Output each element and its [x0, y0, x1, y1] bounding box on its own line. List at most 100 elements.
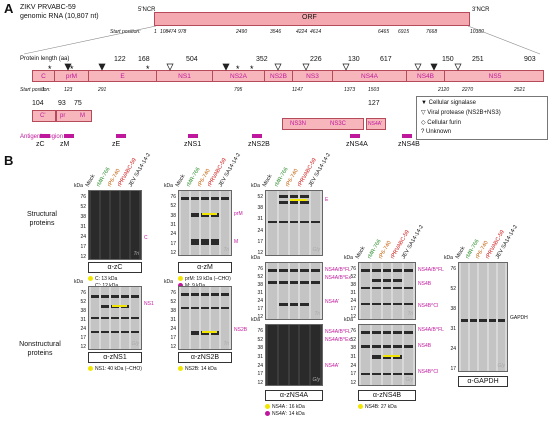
band-zM-3-0	[211, 197, 219, 200]
antigen-label-zNS4B: zNS4B	[398, 141, 420, 148]
genome-pos-9: 6915	[398, 29, 410, 35]
protein-seg-ns3: NS3	[293, 71, 333, 81]
sub-bar-prm	[56, 110, 92, 122]
marker-zC-12: 12	[80, 254, 86, 260]
blot-zNS4B-tri: Tri	[358, 262, 416, 320]
band-zM-3-2	[211, 239, 219, 245]
kda-label-zE: kDa	[251, 183, 260, 189]
band-zC-4-1	[131, 209, 139, 213]
side-label-zNS1-b: NS1	[144, 301, 154, 307]
band-zNS4B-tri-3-0	[393, 269, 403, 272]
band-zNS4B-tri-3-1	[393, 279, 403, 282]
lane-zNS1-3	[121, 287, 129, 349]
lane-label-0: Mock	[84, 173, 97, 188]
genome-pos-5: 3546	[270, 29, 282, 35]
band-zNS2B-4-0	[221, 293, 229, 296]
protein-pos-8: 2270	[462, 87, 474, 93]
band-zNS1-0-0	[91, 295, 99, 298]
antigen-bar-zNS2B	[252, 134, 262, 138]
side-label-zNS4B-4: NS4B	[418, 343, 432, 349]
marker-zNS4A-tri-12: 12	[257, 314, 263, 320]
band-zC-4-3	[131, 235, 139, 239]
sublength-0: 104	[32, 100, 44, 107]
tag-zNS4B-gly: Gly	[405, 377, 414, 383]
sub-pr-label: pr	[60, 113, 66, 119]
band-zNS4B-tri-4-2	[404, 287, 413, 289]
protein-seg-ns4a: NS4A	[333, 71, 407, 81]
marker-zNS2B-24: 24	[170, 326, 176, 332]
yellow-mark-zM-0	[201, 213, 217, 215]
band-zE-1-2	[278, 221, 288, 223]
marker-zE-17: 17	[257, 238, 263, 245]
band-zNS1-4-3	[131, 331, 139, 333]
band-zNS4B-gly-4-0	[404, 331, 413, 334]
asterisk-mark-4: *	[250, 64, 254, 74]
sub-c-label: C'	[40, 113, 46, 119]
cleavage-mark-1	[98, 63, 106, 71]
kda-label-zNS4B-gly: kDa	[344, 317, 353, 323]
band-zNS4A-tri-2-2	[289, 303, 299, 306]
caption-zNS4A: α-zNS4A	[265, 390, 323, 401]
genome-desc: genomic RNA (10,807 nt)	[20, 13, 99, 20]
protein-pos-6: 1503	[368, 87, 380, 93]
note-dot-icon	[265, 404, 270, 409]
marker-zC-24: 24	[80, 234, 86, 240]
note-text: NS2B: 14 kDa	[185, 365, 217, 372]
band-zNS4B-tri-3-2	[393, 287, 403, 289]
signalase-icon: ▼	[421, 100, 427, 106]
marker-zNS4A-tri-38: 38	[257, 282, 263, 288]
tag-zE: Gly	[312, 247, 321, 253]
tag-zNS4B-tri: Tri	[407, 311, 413, 317]
band-zNS4B-tri-4-0	[404, 269, 413, 272]
band-GAPDH-3-0	[488, 319, 496, 322]
legend-signalase: Cellular signalase	[428, 100, 476, 106]
band-zM-1-0	[191, 197, 199, 200]
lane-zNS1-4	[131, 287, 139, 349]
band-zNS4A-gly-0-1	[268, 347, 277, 350]
marker-GAPDH-38: 38	[450, 306, 456, 312]
band-zNS4B-gly-4-1	[404, 345, 413, 348]
band-zNS4A-gly-4-1	[311, 347, 320, 350]
marker-zNS4B-tri-17: 17	[350, 306, 356, 312]
band-zNS4B-tri-2-2	[382, 287, 392, 289]
band-zC-3-4	[121, 243, 129, 246]
band-zNS4A-tri-1-2	[278, 303, 288, 306]
band-zC-4-2	[131, 221, 139, 224]
band-zNS4B-tri-2-1	[382, 279, 392, 282]
note-zM1: prM: 19 kDa (–CHO)	[178, 276, 231, 282]
note-zM2: M: 9 kDa	[178, 283, 205, 289]
protein-length-2: 504	[186, 56, 198, 63]
side-label-zNS4A-2: NS4A'	[325, 299, 340, 305]
band-zNS4A-gly-3-2	[300, 371, 310, 376]
marker-zNS4A-tri-17: 17	[257, 306, 263, 312]
marker-zC-76: 76	[80, 194, 86, 200]
orf-label: ORF	[302, 14, 317, 21]
blot-zNS4B-gly: Gly	[358, 324, 416, 386]
band-zNS4A-tri-2-0	[289, 269, 299, 272]
marker-GAPDH-76: 76	[450, 266, 456, 272]
note-zNS1n: NS1: 40 kDa (–CHO)	[88, 366, 142, 372]
band-zNS1-3-3	[121, 331, 129, 333]
side-label-zNS4B-2: NS4B^Cl	[418, 303, 439, 309]
structural-label: Structural proteins	[27, 211, 57, 227]
tag-zNS4A-gly: Gly	[312, 377, 321, 383]
band-zNS4B-gly-1-1	[371, 345, 381, 348]
note-dot-icon	[88, 276, 93, 281]
lane-zNS4A-gly-3	[300, 325, 310, 385]
antigen-bar-zNS1	[188, 134, 198, 138]
asterisk-mark-2: *	[146, 64, 150, 74]
genome-pos-0: 1	[154, 29, 157, 35]
protein-length-1: 168	[138, 56, 150, 63]
lane-GAPDH-4	[497, 263, 505, 371]
band-zNS4A-gly-3-1	[300, 347, 310, 350]
band-zNS1-4-0	[131, 295, 139, 298]
lane-zC-0	[91, 191, 99, 259]
yellow-mark-zNS1-0	[111, 305, 127, 307]
band-zNS2B-1-2	[191, 331, 199, 335]
protein-length-3: 352	[256, 56, 268, 63]
lane-zNS4A-tri-1	[278, 263, 288, 319]
note-dot-icon	[178, 283, 183, 288]
lane-zNS4B-tri-2	[382, 263, 392, 319]
band-zC-2-0	[111, 197, 119, 203]
